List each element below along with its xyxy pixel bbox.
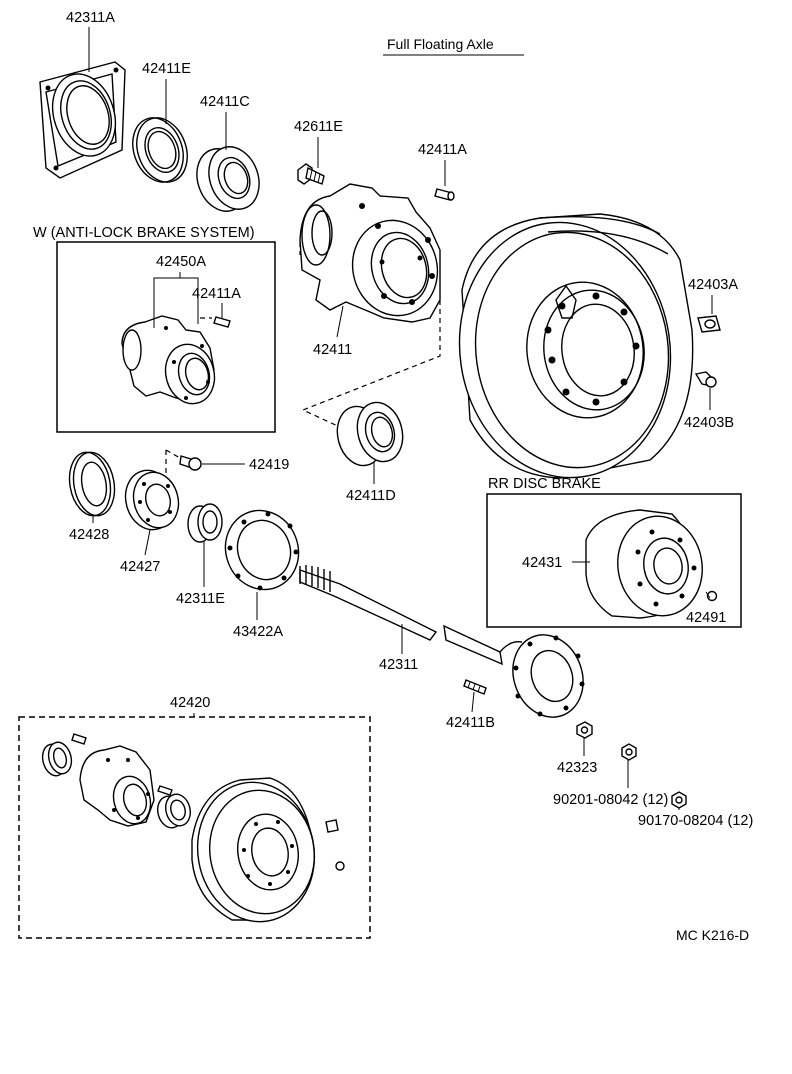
leader-42411	[336, 305, 344, 338]
part-90170-nut	[671, 791, 687, 809]
part-42411A-pin	[434, 188, 455, 201]
label-42411A: 42411A	[418, 142, 467, 158]
part-42411D-bearing	[336, 401, 404, 467]
leader-42450A-b	[180, 277, 199, 324]
label-42411: 42411	[313, 342, 352, 358]
part-42311-axle-shaft	[299, 565, 585, 718]
label-42411A-abs: 42411A	[192, 286, 241, 302]
leader-42450A	[153, 272, 181, 328]
part-42403A-plug	[697, 315, 721, 333]
part-42450A-abs-hub	[121, 315, 216, 405]
part-42311E-bearing	[187, 503, 223, 543]
label-42403A: 42403A	[688, 277, 738, 293]
assembly-42420-parts	[41, 733, 345, 923]
label-42419: 42419	[249, 457, 289, 473]
label-42428: 42428	[69, 527, 109, 543]
part-42419-screw	[179, 455, 202, 471]
label-42450A: 42450A	[156, 254, 206, 270]
label-90201: 90201-08042 (12)	[553, 792, 668, 808]
section-box-disc-brake	[486, 493, 742, 628]
label-42403B: 42403B	[684, 415, 734, 431]
section-label-disc-brake: RR DISC BRAKE	[488, 476, 601, 492]
leader-42411B	[471, 691, 475, 713]
alignment-line-42419	[165, 449, 181, 476]
part-42411-hub	[299, 183, 441, 323]
label-42311A: 42311A	[66, 10, 115, 26]
alignment-line-hub	[301, 300, 441, 429]
part-42411C-bearing	[196, 146, 260, 212]
reference-code: MC K216-D	[676, 927, 749, 943]
part-42431-disc-rotor	[585, 509, 703, 619]
label-42491: 42491	[686, 610, 726, 626]
label-42311: 42311	[379, 657, 418, 673]
part-43422A-gasket	[224, 509, 300, 591]
part-42427-sensor-rotor	[124, 469, 180, 531]
section-label-abs: W (ANTI-LOCK BRAKE SYSTEM)	[33, 225, 255, 241]
label-42611E: 42611E	[294, 119, 343, 135]
part-42403B-screw	[694, 371, 717, 388]
label-42431: 42431	[522, 555, 562, 571]
assembly-box-42420	[18, 716, 371, 939]
label-42420: 42420	[170, 695, 210, 711]
part-42411E-seal	[132, 117, 188, 183]
label-42411E: 42411E	[142, 61, 191, 77]
diagram-title: Full Floating Axle	[387, 36, 494, 52]
section-box-abs	[56, 241, 276, 433]
part-42611E-bolt	[297, 163, 325, 185]
label-42323: 42323	[557, 760, 597, 776]
label-42411D: 42411D	[346, 488, 396, 504]
leader-42427	[144, 529, 151, 556]
part-42411B-stud	[463, 679, 487, 695]
label-90170: 90170-08204 (12)	[638, 813, 753, 829]
label-42411C: 42411C	[200, 94, 250, 110]
part-42491-screw	[705, 590, 718, 602]
label-43422A: 43422A	[233, 624, 283, 640]
label-42427: 42427	[120, 559, 160, 575]
part-90201-washer	[621, 743, 637, 761]
label-42311E: 42311E	[176, 591, 225, 607]
part-42411A-abs-pin	[213, 316, 231, 328]
part-42428-seal	[68, 451, 116, 517]
part-brake-drum	[458, 213, 694, 479]
part-42323-nut	[576, 721, 593, 739]
label-42411B: 42411B	[446, 715, 495, 731]
part-42311A-housing	[39, 61, 126, 179]
